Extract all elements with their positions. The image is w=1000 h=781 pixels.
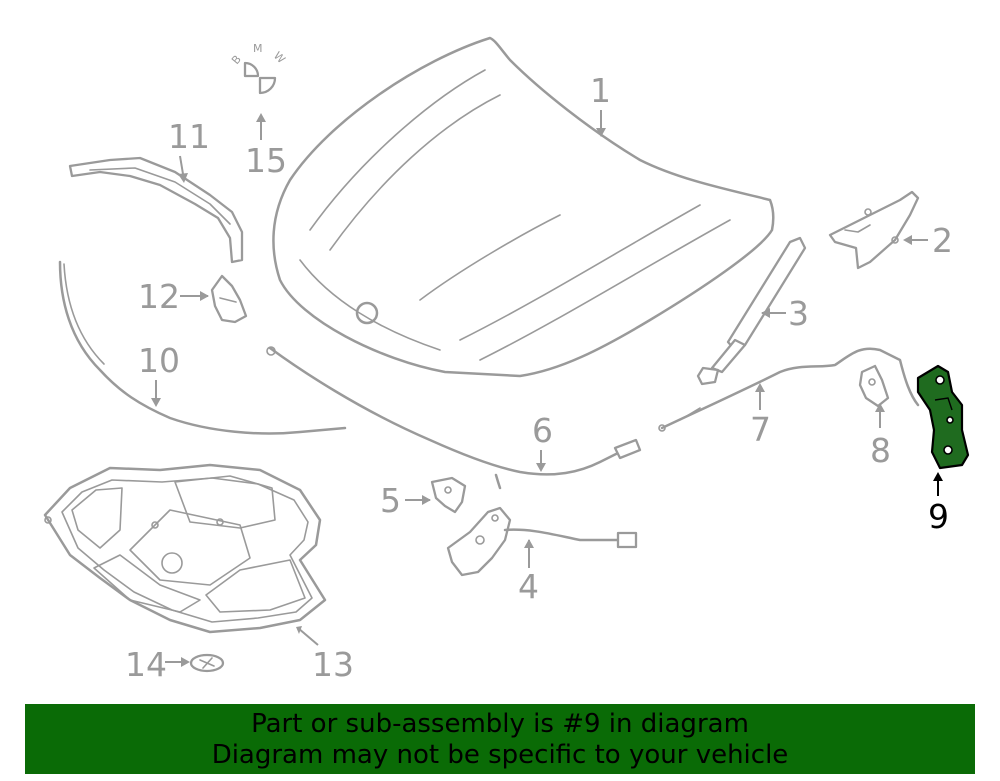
arrow-12 xyxy=(200,291,209,301)
callout-10: 10 xyxy=(138,341,180,380)
part-2-hinge[interactable] xyxy=(828,190,920,270)
part-7-release-cable[interactable] xyxy=(658,347,920,432)
arrow-10 xyxy=(151,398,161,407)
arrow-7 xyxy=(755,383,765,392)
arrow-14 xyxy=(181,657,190,667)
arrow-15 xyxy=(256,113,266,122)
info-banner: Part or sub-assembly is #9 in diagram Di… xyxy=(25,704,975,774)
callout-2: 2 xyxy=(932,221,953,260)
callout-13: 13 xyxy=(312,645,354,684)
arrow-3 xyxy=(761,308,770,318)
part-14-push-clip[interactable] xyxy=(189,653,225,673)
arrow-1 xyxy=(596,128,606,137)
banner-line-2: Diagram may not be specific to your vehi… xyxy=(211,740,789,770)
part-11-trim[interactable] xyxy=(68,156,244,264)
part-6-cable[interactable] xyxy=(266,346,642,490)
part-4-latch[interactable] xyxy=(446,506,638,577)
callout-6: 6 xyxy=(532,411,553,450)
part-15-emblem[interactable]: B M W xyxy=(229,42,288,95)
part-9-highlighted[interactable] xyxy=(916,364,970,470)
arrow-6 xyxy=(536,463,546,472)
callout-12: 12 xyxy=(138,277,180,316)
arrow-9 xyxy=(933,472,943,481)
callout-15: 15 xyxy=(245,141,287,180)
arrow-5 xyxy=(422,495,431,505)
callout-5: 5 xyxy=(380,481,401,520)
arrow-4 xyxy=(524,539,534,548)
part-10-seal[interactable] xyxy=(58,260,347,435)
callout-1: 1 xyxy=(590,71,611,110)
callout-8: 8 xyxy=(870,431,891,470)
part-8-bracket[interactable] xyxy=(858,364,890,408)
banner-line-1: Part or sub-assembly is #9 in diagram xyxy=(251,709,749,739)
part-3-gas-strut[interactable] xyxy=(696,236,807,386)
callout-11: 11 xyxy=(168,117,210,156)
part-5-bracket[interactable] xyxy=(430,476,467,514)
leader-13 xyxy=(297,627,319,646)
arrow-11 xyxy=(178,173,188,183)
emblem-letter-w: W xyxy=(271,49,288,66)
callout-3: 3 xyxy=(788,294,809,333)
arrow-13 xyxy=(296,626,302,634)
callout-4: 4 xyxy=(518,567,539,606)
emblem-letter-m: M xyxy=(253,42,263,55)
arrow-2 xyxy=(903,235,912,245)
callout-14: 14 xyxy=(125,645,167,684)
callout-9: 9 xyxy=(928,497,949,536)
part-12-clip[interactable] xyxy=(210,274,248,324)
parts-diagram: 1 2 3 4 5 6 xyxy=(43,36,970,684)
callout-7: 7 xyxy=(750,410,771,449)
emblem-letter-b: B xyxy=(229,53,244,67)
part-1-hood[interactable] xyxy=(272,36,775,378)
arrow-8 xyxy=(875,403,885,412)
part-13-insulation[interactable] xyxy=(43,463,327,634)
